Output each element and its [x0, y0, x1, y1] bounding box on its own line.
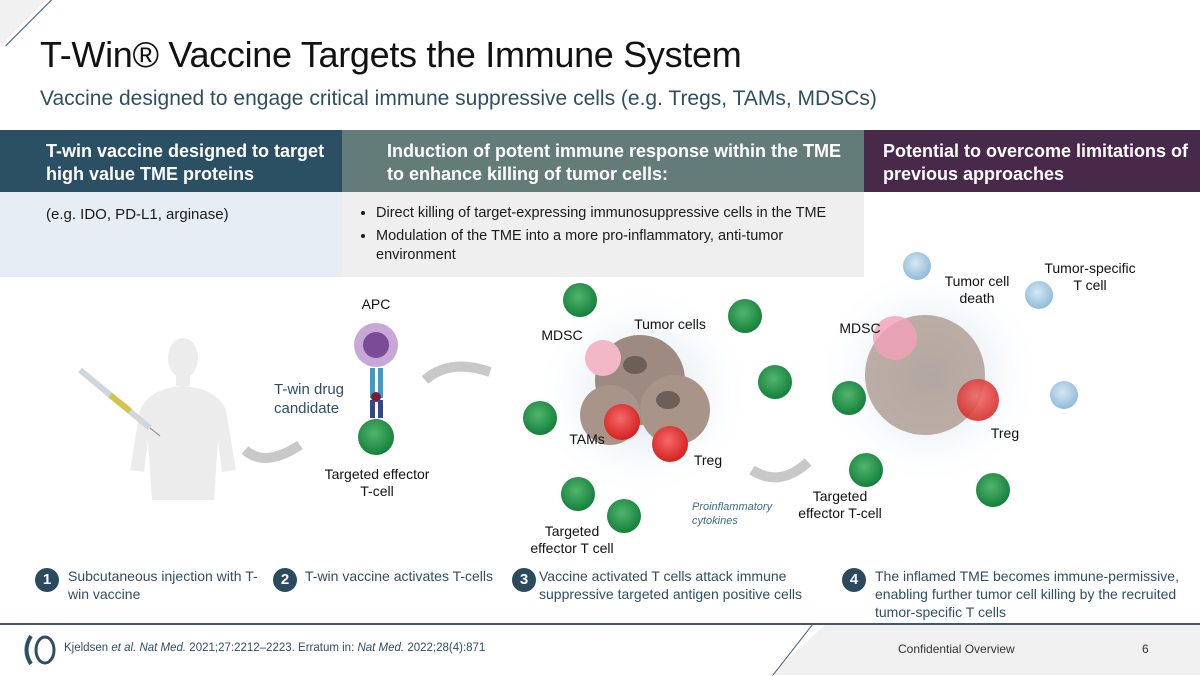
page-number: 6	[1142, 642, 1149, 656]
page-subtitle: Vaccine designed to engage critical immu…	[40, 87, 877, 110]
effector-t-cell-icon	[358, 419, 394, 455]
treg-cell-icon	[652, 426, 688, 462]
step-2-text: T-win vaccine activates T-cells	[305, 568, 494, 584]
label-targeted-effector-3: Targeted effector T cell	[530, 523, 614, 556]
tumor-specific-t-cells-icon	[903, 252, 1078, 409]
column-1-text: (e.g. IDO, PD-L1, arginase)	[46, 206, 229, 223]
arrow-2-icon	[421, 361, 492, 384]
company-logo-icon	[24, 634, 56, 666]
footer-panel	[770, 625, 1200, 675]
label-treg-3: Treg	[693, 452, 723, 468]
ref-detail: 2021;27:2212–2223. Erratum in:	[186, 642, 358, 654]
column-3-heading: Potential to overcome limitations of pre…	[864, 130, 1200, 192]
drug-molecule-icon	[371, 392, 381, 402]
label-apc: APC	[361, 296, 391, 312]
column-1-heading-text: T-win vaccine designed to target high va…	[46, 141, 325, 184]
step-4-text: The inflamed TME becomes immune-permissi…	[875, 568, 1179, 620]
step-3-text: Vaccine activated T cells attack immune …	[539, 568, 803, 602]
column-2-body: Direct killing of target-expressing immu…	[342, 192, 864, 277]
step-2-badge: 2	[273, 568, 297, 592]
mdsc-cell-icon	[585, 340, 621, 376]
label-mdsc-3: MDSC	[541, 327, 583, 343]
bullet-item: Direct killing of target-expressing immu…	[376, 204, 856, 223]
column-3-heading-text: Potential to overcome limitations of pre…	[883, 141, 1189, 184]
syringe-icon	[78, 367, 161, 437]
label-tumor-specific: Tumor-specific T cell	[1044, 260, 1136, 293]
step-1-badge: 1	[35, 568, 59, 592]
ref-journal-2: Nat Med.	[357, 642, 405, 654]
step-3-badge: 3	[512, 568, 536, 592]
footer-reference: Kjeldsen et al. Nat Med. 2021;27:2212–22…	[64, 642, 485, 654]
column-1-body: (e.g. IDO, PD-L1, arginase)	[0, 192, 342, 277]
label-tumor-cells: Tumor cells	[634, 316, 706, 332]
bullet-item: Modulation of the TME into a more pro-in…	[376, 227, 856, 265]
label-targeted-effector-2: Targeted effector T-cell	[324, 466, 430, 499]
dying-treg-icon	[957, 379, 999, 421]
footer-divider	[0, 623, 1200, 625]
label-mdsc-4: MDSC	[839, 320, 881, 336]
confidential-label: Confidential Overview	[898, 642, 1015, 656]
ref-etal: et al.	[111, 642, 137, 654]
tam-cell-icon	[604, 404, 640, 440]
dying-mdsc-icon	[873, 316, 917, 360]
label-targeted-effector-4: Targeted effector T-cell	[798, 488, 882, 521]
corner-decoration	[0, 0, 46, 46]
column-2-heading-text: Induction of potent immune response with…	[387, 141, 841, 184]
effector-t-cells-icon	[523, 283, 792, 533]
ref-detail-2: 2022;28(4):871	[404, 642, 486, 654]
label-cytokines: Proinflammatory cytokines	[692, 501, 773, 527]
arrow-1-icon	[241, 440, 303, 463]
label-treg-4: Treg	[990, 425, 1020, 441]
column-2-heading: Induction of potent immune response with…	[342, 130, 864, 192]
human-silhouette-icon	[130, 338, 236, 500]
mechanism-diagram	[78, 252, 1078, 533]
step-1-text: Subcutaneous injection with T-win vaccin…	[68, 568, 258, 602]
ref-author: Kjeldsen	[64, 642, 112, 654]
label-tams: TAMs	[569, 431, 605, 447]
arrow-3-icon	[749, 458, 812, 483]
page-title: T-Win® Vaccine Targets the Immune System	[40, 34, 742, 75]
label-tumor-death: Tumor cell death	[944, 273, 1010, 306]
column-2-bullets: Direct killing of target-expressing immu…	[354, 204, 856, 269]
effector-t-cells-icon	[832, 381, 1010, 507]
apc-cell-icon	[354, 323, 398, 367]
step-4-badge: 4	[842, 568, 866, 592]
column-1-heading: T-win vaccine designed to target high va…	[0, 130, 342, 192]
label-drug-candidate: T-win drug candidate	[274, 381, 345, 417]
ref-journal: Nat Med.	[136, 642, 187, 654]
